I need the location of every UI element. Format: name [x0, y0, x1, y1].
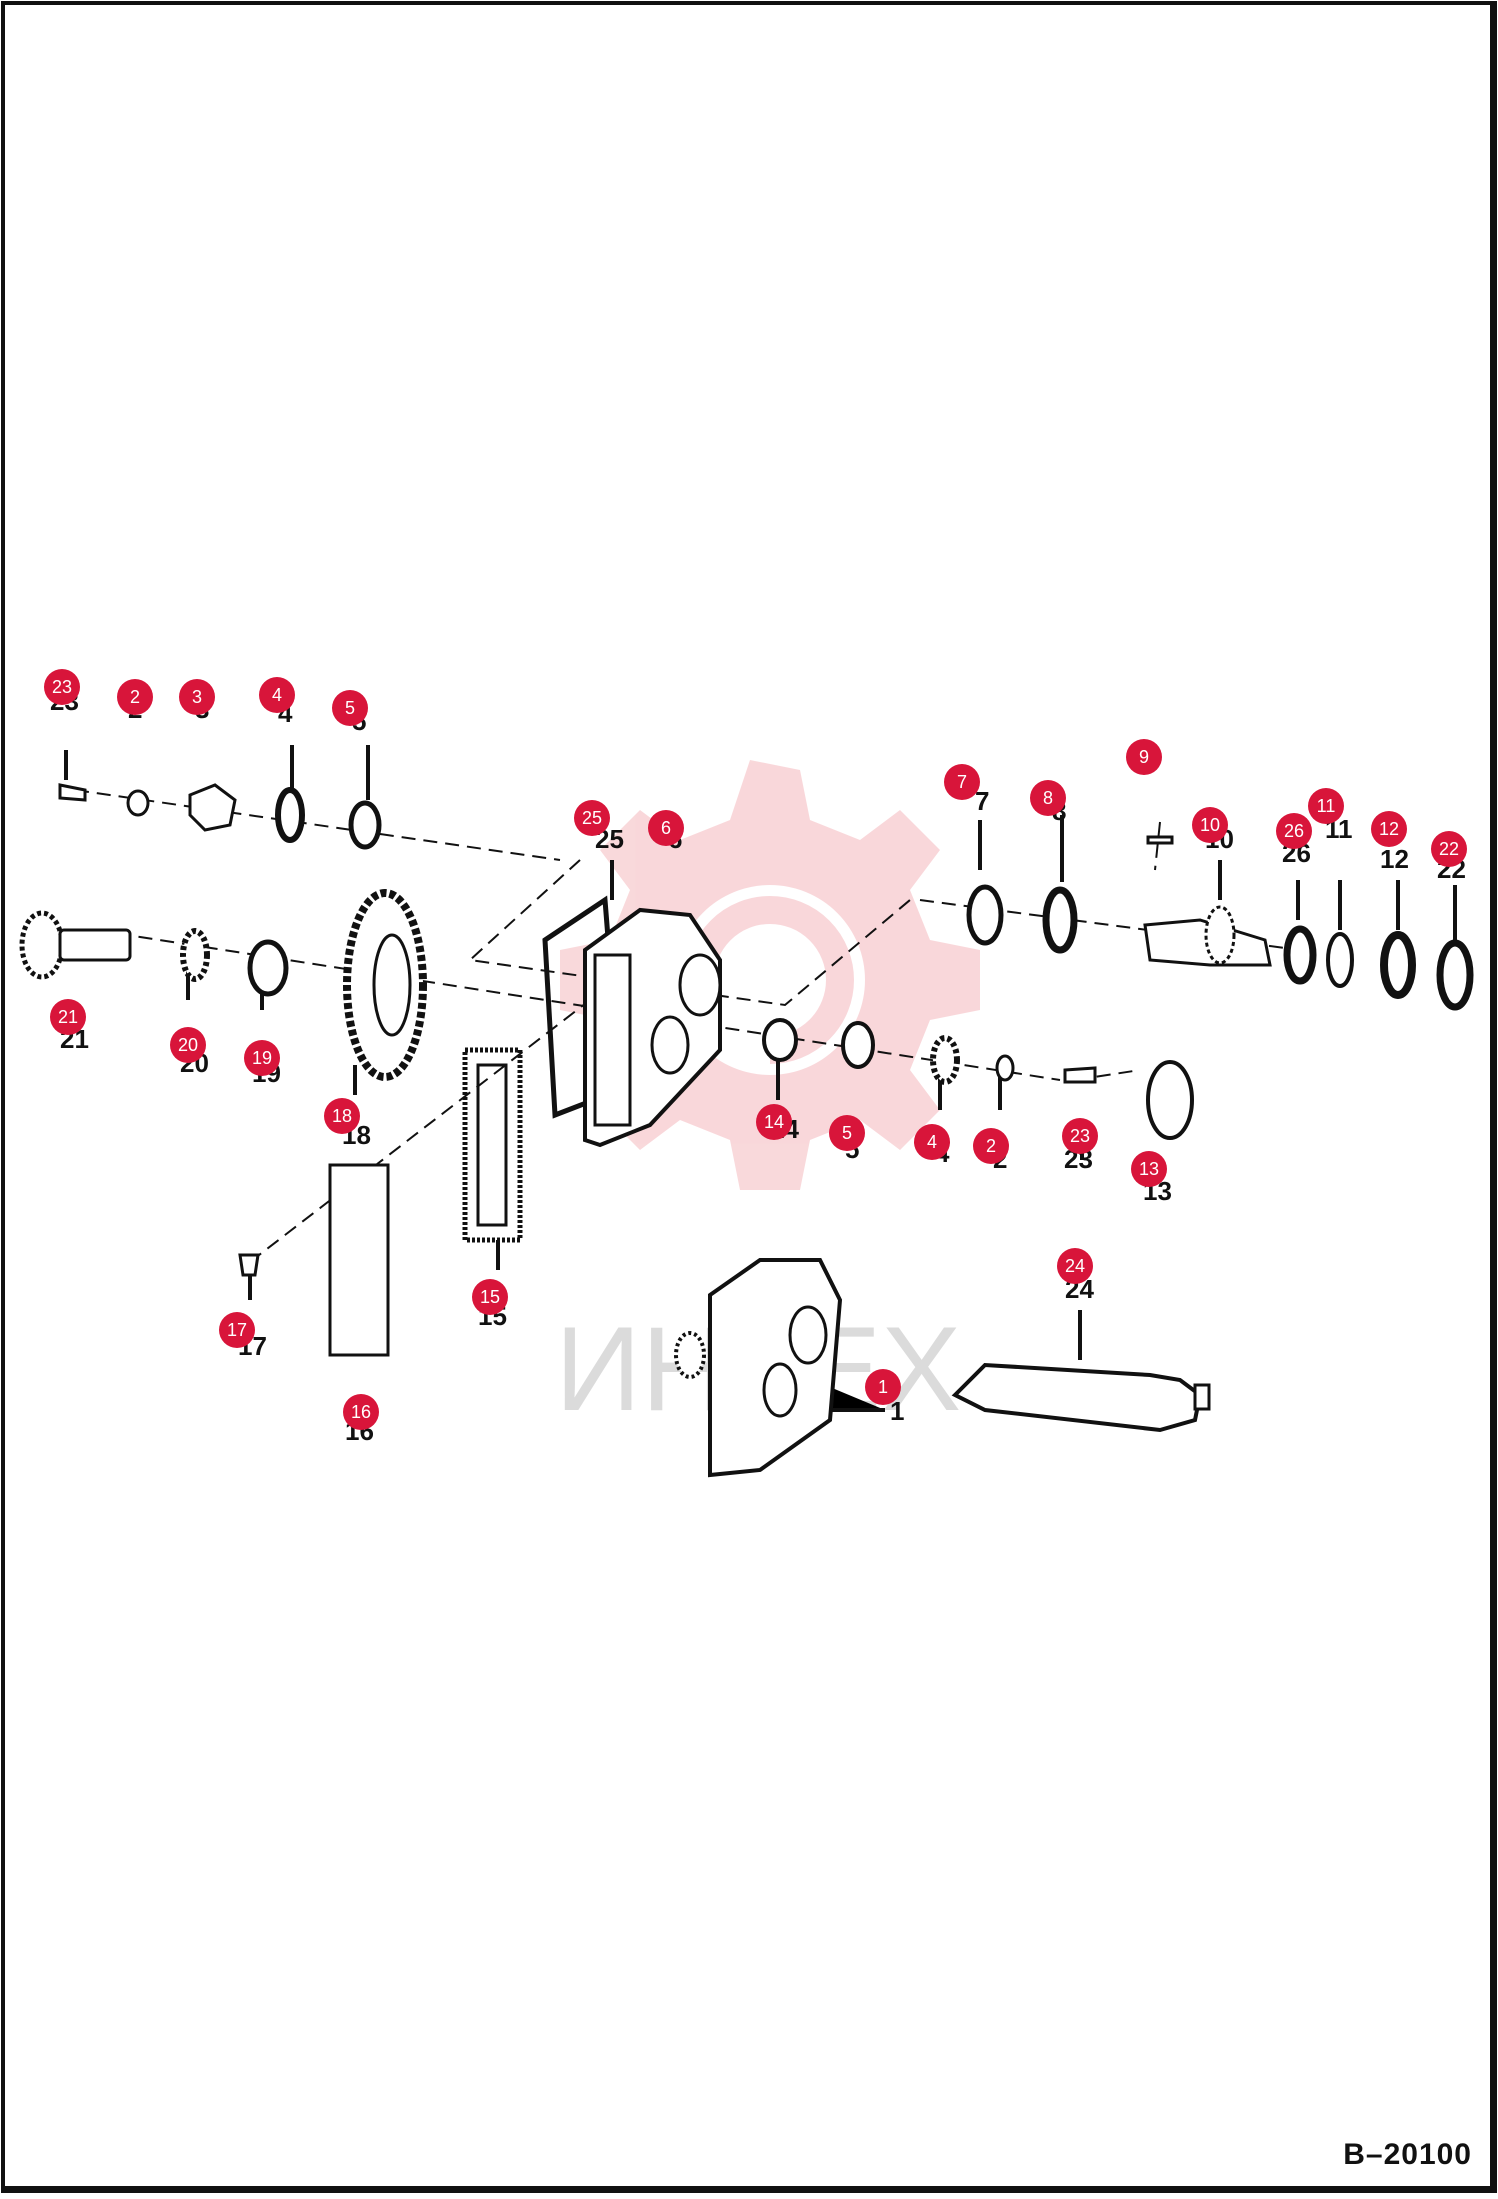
callout-13: 13 — [1131, 1151, 1167, 1187]
svg-text:11: 11 — [1317, 796, 1336, 816]
callout-7: 7 — [944, 764, 980, 800]
svg-text:2: 2 — [130, 687, 140, 707]
svg-text:5: 5 — [345, 698, 355, 718]
label-1: 1 — [890, 1396, 904, 1426]
callout-24: 24 — [1057, 1248, 1093, 1284]
svg-text:7: 7 — [957, 772, 967, 792]
svg-text:8: 8 — [1043, 788, 1053, 808]
callout-23a: 23 — [44, 669, 80, 705]
svg-text:26: 26 — [1284, 821, 1304, 841]
svg-text:14: 14 — [764, 1112, 784, 1132]
callout-11: 11 — [1308, 788, 1344, 824]
part-shapes — [19, 783, 1474, 1478]
svg-text:3: 3 — [192, 687, 202, 707]
svg-text:19: 19 — [252, 1048, 272, 1068]
label-12: 12 — [1380, 844, 1409, 874]
label-7: 7 — [975, 786, 989, 816]
callout-1: 1 — [865, 1369, 901, 1405]
drawing-code: B–20100 — [1343, 2138, 1472, 2171]
svg-text:18: 18 — [332, 1106, 352, 1126]
svg-text:9: 9 — [1139, 747, 1149, 767]
callouts: 23 2 3 4 5 25 6 7 8 9 10 26 11 12 22 21 … — [44, 669, 1467, 1430]
svg-text:13: 13 — [1139, 1159, 1159, 1179]
callout-4a: 4 — [259, 677, 295, 713]
callout-21: 21 — [50, 999, 86, 1035]
callout-18: 18 — [324, 1098, 360, 1134]
callout-5a: 5 — [332, 690, 368, 726]
svg-text:21: 21 — [58, 1007, 78, 1027]
callout-5b: 5 — [829, 1115, 865, 1151]
callout-8: 8 — [1030, 780, 1066, 816]
svg-text:25: 25 — [582, 808, 602, 828]
callout-2b: 2 — [973, 1128, 1009, 1164]
svg-text:6: 6 — [661, 818, 671, 838]
svg-text:17: 17 — [227, 1320, 247, 1340]
svg-text:2: 2 — [986, 1136, 996, 1156]
svg-text:5: 5 — [842, 1123, 852, 1143]
svg-text:22: 22 — [1439, 839, 1459, 859]
callout-22: 22 — [1431, 831, 1467, 867]
callout-2a: 2 — [117, 679, 153, 715]
callout-14: 14 — [756, 1104, 792, 1140]
svg-text:23: 23 — [1070, 1126, 1090, 1146]
callout-4b: 4 — [914, 1124, 950, 1160]
svg-text:1: 1 — [878, 1377, 888, 1397]
callout-12: 12 — [1371, 811, 1407, 847]
svg-text:20: 20 — [178, 1035, 198, 1055]
callout-6: 6 — [648, 810, 684, 846]
svg-text:4: 4 — [927, 1132, 937, 1152]
svg-text:12: 12 — [1379, 819, 1399, 839]
callout-25: 25 — [574, 800, 610, 836]
callout-20: 20 — [170, 1027, 206, 1063]
callout-9: 9 — [1126, 739, 1162, 775]
callout-23b: 23 — [1062, 1118, 1098, 1154]
callout-15: 15 — [472, 1279, 508, 1315]
svg-text:24: 24 — [1065, 1256, 1085, 1276]
callout-3: 3 — [179, 679, 215, 715]
callout-16: 16 — [343, 1394, 379, 1430]
svg-text:15: 15 — [480, 1287, 500, 1307]
callout-19: 19 — [244, 1040, 280, 1076]
callout-26: 26 — [1276, 813, 1312, 849]
svg-text:23: 23 — [52, 677, 72, 697]
svg-text:16: 16 — [351, 1402, 371, 1422]
callout-17: 17 — [219, 1312, 255, 1348]
svg-text:4: 4 — [272, 685, 282, 705]
callout-10: 10 — [1192, 807, 1228, 843]
svg-text:10: 10 — [1200, 815, 1220, 835]
